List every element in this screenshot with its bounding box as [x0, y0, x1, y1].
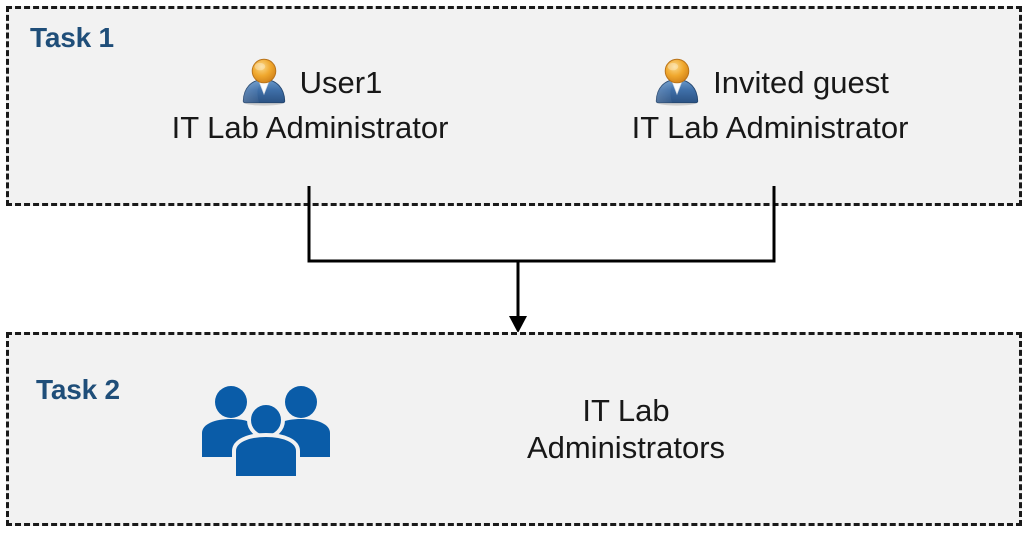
task-2-label: Task 2: [36, 374, 120, 405]
person-guest-role: IT Lab Administrator: [631, 110, 909, 145]
person-guest-name: Invited guest: [713, 64, 889, 100]
person-user1-name: User1: [299, 64, 383, 100]
group-name: IT Lab Administrators: [332, 393, 900, 466]
person-user1-row: User1: [130, 54, 490, 110]
task-2-container: [6, 332, 1022, 526]
person-user1-role: IT Lab Administrator: [171, 110, 449, 145]
person-guest-row: Invited guest: [580, 54, 960, 110]
task-1-container: [6, 6, 1022, 206]
connector-arrowhead: [509, 316, 527, 333]
person-card-invited-guest: Invited guest IT Lab Administrator: [580, 54, 960, 145]
single-user-icon: [238, 56, 290, 108]
user-group-icon: [200, 378, 332, 482]
person-card-user1: User1 IT Lab Administrator: [130, 54, 490, 145]
group-name-line2: Administrators: [526, 430, 726, 465]
task-1-label: Task 1: [30, 22, 114, 53]
group-name-line1: IT Lab: [582, 393, 670, 429]
group-card-it-lab-administrators: IT Lab Administrators: [200, 378, 900, 482]
single-user-icon: [651, 56, 703, 108]
